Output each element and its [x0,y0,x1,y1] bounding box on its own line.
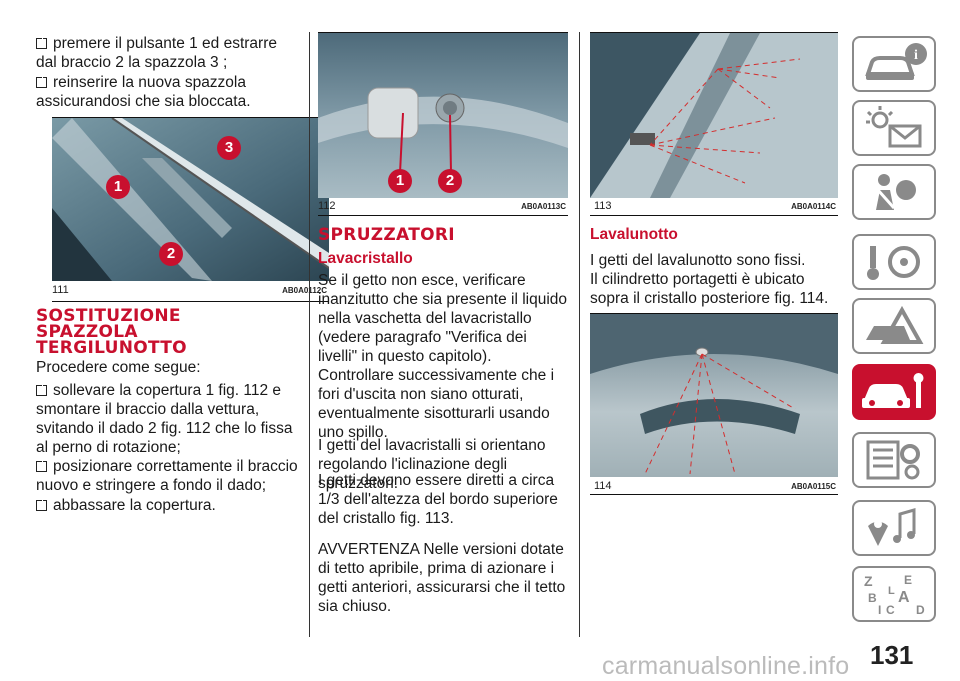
car-maintenance-wrench-icon [862,373,924,408]
figure-code: AB0A0114C [791,202,836,211]
figure-number: 114 [594,480,612,492]
intro-text: Procedere come segue: [36,359,201,376]
figure-number: 111 [52,284,69,296]
tab-technical-data[interactable] [852,432,936,488]
index-letters-icon: Z E B A I C D L [864,573,925,617]
column-divider [579,32,580,637]
tab-warning-lights[interactable] [852,100,936,156]
svg-text:B: B [868,591,877,605]
subheading: Lavacristallo [318,250,413,267]
checkbox-bullet-icon [36,385,47,396]
figure-114: 114 AB0A0115C [590,313,838,495]
figure-113: 113 AB0A0114C [590,32,838,216]
svg-text:C: C [886,603,895,617]
tab-emergency[interactable] [852,298,936,354]
paragraph: Il cilindretto portagetti è ubicato sopr… [590,271,829,307]
watermark: carmanualsonline.info [602,652,850,680]
figure-number: 112 [318,200,336,212]
checkbox-bullet-icon [36,500,47,511]
emergency-warning-icon [866,305,924,344]
bullet-item: abbassare la copertura. [36,496,298,515]
rear-window-washer-photo [590,314,838,477]
tab-starting-driving[interactable] [852,234,936,290]
tab-multimedia[interactable] [852,500,936,556]
svg-text:I: I [878,603,881,617]
svg-text:D: D [916,603,925,617]
bullet-item: premere il pulsante 1 ed estrarre dal br… [36,35,278,71]
tab-car-info[interactable]: i [852,36,936,92]
key-steering-wheel-icon [867,246,920,280]
warning-text: AVVERTENZA Nelle versioni dotate di tett… [318,541,566,615]
svg-text:Z: Z [864,573,873,589]
figure-code: AB0A0113C [521,202,566,211]
bullet-item: posizionare correttamente il braccio nuo… [36,458,298,494]
paragraph: I getti devono essere diretti a circa 1/… [318,472,558,527]
wiper-blade-photo [52,118,329,281]
warning-light-envelope-icon [866,106,922,148]
figure-111: 1 2 3 111 AB0A0112C [52,117,329,302]
callout-2: 2 [438,169,462,193]
section-heading: SPRUZZATORI [318,225,455,245]
airbag-seatbelt-icon [876,174,916,210]
technical-data-gears-icon [866,440,920,480]
callout-3: 3 [217,136,241,160]
checkbox-bullet-icon [36,77,47,88]
section-heading: SOSTITUZIONE SPAZZOLA TERGILUNOTTO [36,306,187,358]
svg-text:L: L [888,585,895,597]
tab-index[interactable]: Z E B A I C D L [852,566,936,622]
tab-maintenance[interactable] [852,364,936,420]
column-divider [309,32,310,637]
callout-1: 1 [388,169,412,193]
svg-text:E: E [904,573,912,587]
bullet-item: reinserire la nuova spazzola assicurando… [36,74,251,110]
car-info-icon: i [865,43,927,80]
page-number: 131 [870,640,914,670]
bullet-item: sollevare la copertura 1 fig. 112 e smon… [36,382,293,456]
paragraph: I getti del lavalunotto sono fissi. [590,252,806,269]
figure-code: AB0A0112C [282,286,327,295]
figure-code: AB0A0115C [791,482,836,491]
figure-number: 113 [594,200,612,212]
callout-2: 2 [159,242,183,266]
svg-text:A: A [898,589,910,606]
paragraph: Se il getto non esce, verificare inanzit… [318,272,568,365]
multimedia-music-icon [868,508,916,546]
callout-1: 1 [106,175,130,199]
paragraph: Controllare successivamente che i fori d… [318,367,555,441]
paragraph: I getti del lavacristalli si orientano r… [318,437,546,492]
windshield-washer-jets-photo [590,33,838,198]
checkbox-bullet-icon [36,461,47,472]
subheading: Lavalunotto [590,226,678,243]
tab-safety[interactable] [852,164,936,220]
checkbox-bullet-icon [36,38,47,49]
svg-text:i: i [914,48,918,63]
figure-112: 1 2 112 AB0A0113C [318,32,568,216]
